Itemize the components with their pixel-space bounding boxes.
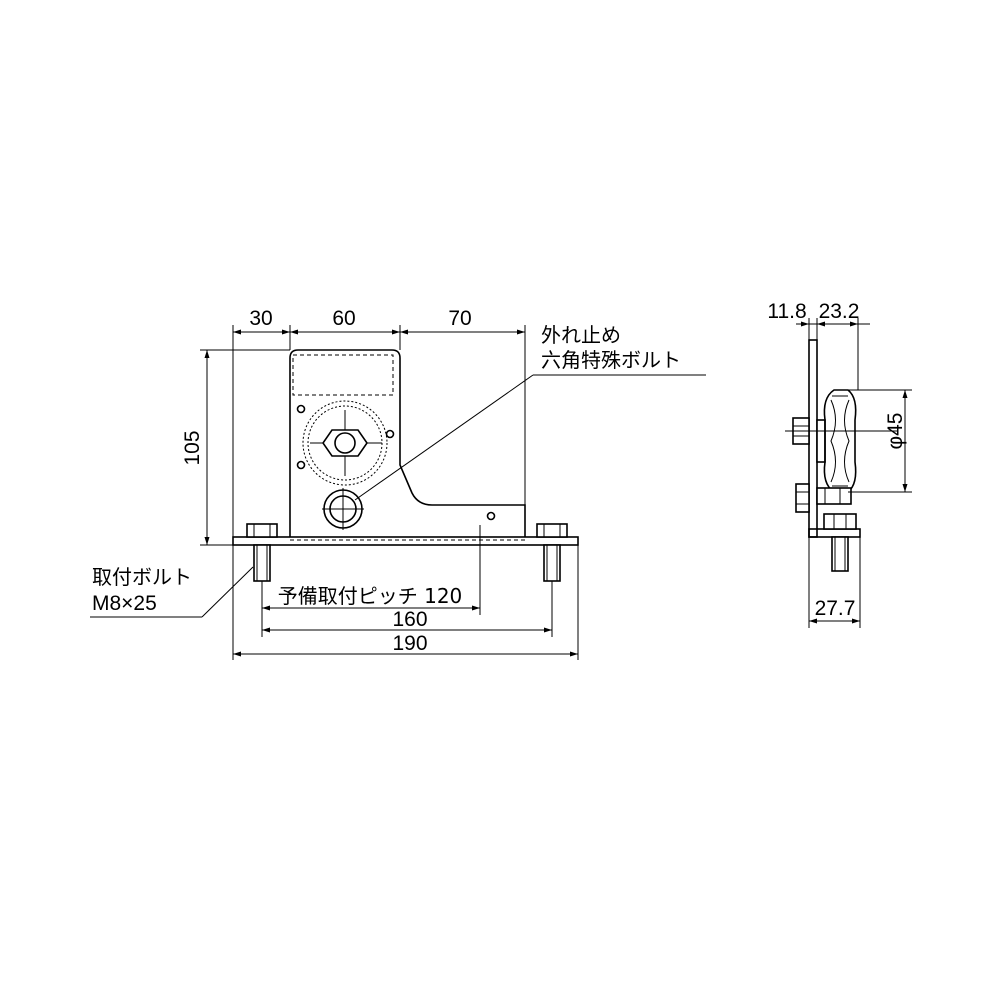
pulley-outline	[302, 400, 388, 486]
side-axle-bolt	[785, 417, 898, 445]
retainer-callout-leader	[354, 374, 706, 501]
bracket-plate	[289, 349, 526, 537]
axle-washer	[334, 432, 356, 454]
bolt-callout-leader	[90, 566, 254, 618]
front-view: 30 60 70 105	[90, 307, 706, 660]
dim-23-2: 23.2	[819, 300, 860, 323]
side-plate	[808, 339, 818, 538]
label-area	[292, 354, 394, 396]
dim-pitch-120: 予備取付ピッチ 120	[278, 584, 463, 608]
top-dimensions	[232, 325, 526, 537]
side-top-dimensions	[796, 318, 870, 390]
bolt-callout-line2: M8×25	[92, 592, 157, 615]
bottom-dimensions	[232, 545, 579, 660]
height-dimension	[200, 349, 290, 546]
base-plate	[232, 536, 579, 546]
hole-bottom-left	[296, 460, 306, 470]
side-pulley	[816, 389, 857, 493]
dim-105: 105	[181, 430, 204, 465]
dim-11-8: 11.8	[767, 300, 806, 323]
retainer-callout-line2: 六角特殊ボルト	[541, 348, 681, 372]
dim-30: 30	[249, 307, 272, 330]
dim-27-7: 27.7	[815, 597, 856, 620]
hole-top-left	[296, 404, 306, 414]
hole-plate-right	[486, 511, 496, 521]
dim-190: 190	[392, 632, 427, 655]
dim-phi-45: φ45	[884, 413, 907, 450]
bolt-callout-line1: 取付ボルト	[92, 565, 192, 589]
side-diameter-dimension	[848, 389, 912, 493]
mounting-bolt-left	[246, 523, 278, 582]
dim-160: 160	[392, 608, 427, 631]
retainer-callout-line1: 外れ止め	[541, 323, 621, 347]
mounting-bolt-right	[536, 523, 568, 582]
dim-60: 60	[332, 307, 355, 330]
hole-right	[385, 429, 395, 439]
side-mounting-bolt	[823, 513, 857, 572]
axle-hex-nut	[322, 429, 368, 457]
dim-70: 70	[448, 307, 471, 330]
side-retainer-bolt	[795, 483, 852, 513]
side-bottom-dimension	[808, 537, 861, 628]
side-view: 11.8 23.2 φ45 27.7	[767, 300, 912, 628]
